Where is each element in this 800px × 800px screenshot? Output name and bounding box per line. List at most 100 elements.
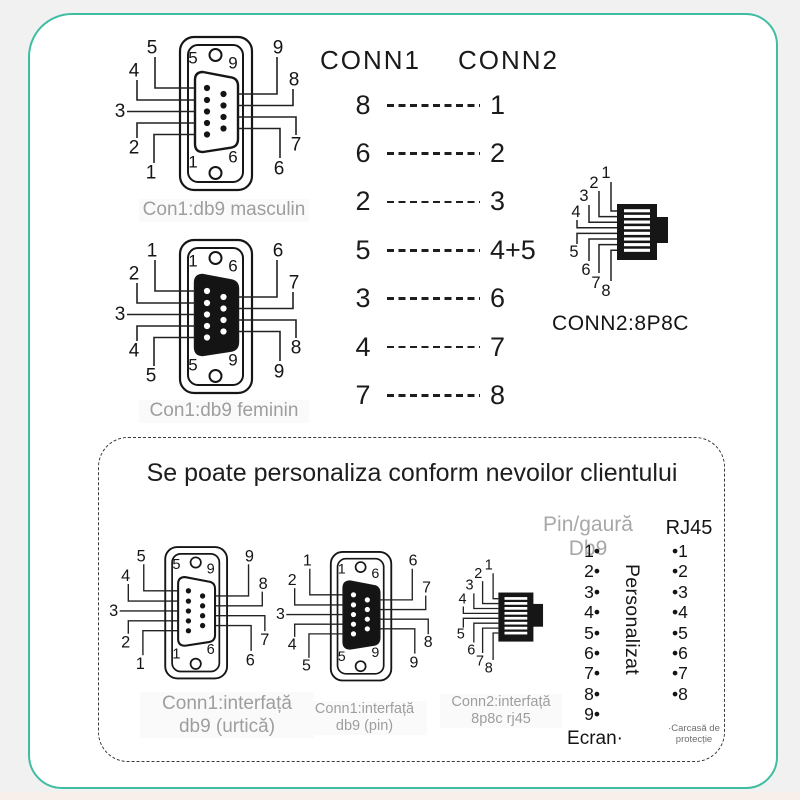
protective-case-label: ·Carcasă de protecție — [662, 723, 726, 745]
rj45-pin-row: •8 — [672, 683, 688, 704]
pin-label: 8 — [601, 282, 610, 300]
pin-dot — [220, 328, 227, 335]
leader-line — [610, 249, 617, 281]
conn1-pin-number: 4 — [355, 331, 371, 362]
pin-label: 2 — [121, 633, 130, 651]
db9-pin-row: 1• — [584, 541, 600, 561]
pin-label: 6 — [273, 241, 284, 262]
leader-line — [238, 319, 297, 338]
pin-dot — [350, 631, 357, 637]
db9-female-caption: Con1:db9 feminin — [139, 400, 309, 423]
screw-hole — [354, 561, 367, 573]
rj45-pin-stripe — [504, 621, 528, 625]
leader-line — [473, 593, 499, 610]
db9-female-interface-caption: Conn1:interfață db9 (pin) — [302, 701, 427, 735]
pin-dot — [199, 613, 206, 619]
screw-hole — [189, 657, 202, 670]
pin-dot — [203, 96, 211, 104]
leader-line — [576, 220, 617, 229]
pin-dot — [220, 90, 227, 98]
pin-label: 7 — [476, 654, 484, 670]
rj45-pin-stripe — [624, 231, 650, 235]
conn2-pin-number: 4+5 — [490, 234, 536, 265]
personalizat-label: Personalizat — [621, 564, 643, 675]
rj45-pin-row: •6 — [672, 642, 688, 663]
pin-dot — [199, 622, 206, 629]
leader-line — [238, 116, 297, 135]
conn1-column-header: CONN1 — [320, 45, 422, 75]
pin-dot — [203, 334, 211, 341]
pin-dot — [364, 616, 370, 622]
leader-line — [462, 617, 499, 628]
conn2-pin-number: 6 — [490, 283, 506, 314]
db9-pin-column: 1•2•3•4•5•6•7•8•9• — [558, 541, 600, 725]
pin-label: 4 — [288, 637, 297, 654]
db9-pin-row: 3• — [584, 581, 600, 602]
caption-line: Conn1:interfață — [162, 693, 292, 714]
db9-male-interface-caption: Conn1:interfață db9 (urtică) — [140, 692, 314, 738]
corner-pin-label: 1 — [188, 252, 197, 271]
rj45-pin-stripe — [624, 209, 650, 213]
connector-inner-shell — [187, 247, 244, 386]
d-sub-face — [342, 580, 381, 650]
d-sub-face — [193, 70, 240, 154]
pin-dot — [185, 628, 192, 634]
conn2-pin-number: 8 — [490, 380, 506, 411]
rj45-pin-row: •7 — [672, 663, 688, 684]
pin-label: 6 — [274, 159, 285, 180]
screw-hole — [208, 166, 223, 180]
rj45-pin-stripe — [504, 606, 528, 610]
pin-label: 9 — [273, 38, 284, 59]
db9-pin-row: 6• — [584, 642, 600, 663]
pin-label: 8 — [259, 575, 268, 593]
leader-line — [481, 581, 499, 605]
leader-line — [294, 623, 344, 637]
conn1-pin-number: 7 — [355, 380, 371, 411]
leader-line — [238, 330, 281, 361]
conn1-pin-number: 8 — [355, 89, 371, 120]
customization-box — [98, 437, 725, 762]
db9-pin-row: 9• — [584, 704, 600, 725]
pin-dot — [203, 119, 211, 127]
pin-dot — [185, 588, 192, 594]
pin-label: 7 — [260, 631, 269, 649]
leader-line — [215, 624, 252, 651]
caption-line: Conn1:interfață — [314, 701, 415, 717]
dashed-wire-line — [387, 394, 480, 397]
pin-label: 6 — [467, 642, 475, 658]
dashed-wire-line — [387, 345, 480, 349]
pin-label: 1 — [485, 557, 493, 573]
db9-pin-hole-header: Pin/gaură Db9 — [543, 513, 633, 560]
corner-pin-label: 9 — [371, 645, 379, 661]
pin-dot — [185, 598, 192, 604]
pin-label: 7 — [591, 274, 600, 292]
pin-label: 4 — [571, 203, 580, 221]
leader-line — [238, 57, 278, 95]
db9-male-caption: Con1:db9 masculin — [139, 199, 309, 222]
pin-label: 3 — [276, 606, 285, 623]
pin-label: 6 — [409, 553, 418, 570]
caption-line: 8p8c rj45 — [471, 711, 531, 727]
rj45-pin-row: •4 — [672, 602, 688, 623]
pin-label: 2 — [129, 138, 140, 159]
pin-dot — [203, 108, 211, 115]
rj45-pin-stripe — [624, 220, 650, 224]
pin-label: 7 — [422, 580, 431, 597]
rj45-pin-stripe — [624, 248, 650, 252]
leader-line — [481, 627, 499, 653]
bottom-strip — [0, 792, 800, 800]
pin-label: 7 — [289, 273, 300, 294]
pin-label: 4 — [129, 61, 140, 82]
pin-label: 3 — [579, 187, 588, 205]
pin-dot — [199, 603, 206, 609]
corner-pin-label: 1 — [338, 562, 346, 578]
pin-dot — [220, 102, 227, 109]
leader-line — [136, 283, 195, 304]
db9-pin-row: 4• — [584, 602, 600, 623]
pin-label: 5 — [146, 366, 157, 387]
pin-label: 8 — [291, 338, 302, 359]
